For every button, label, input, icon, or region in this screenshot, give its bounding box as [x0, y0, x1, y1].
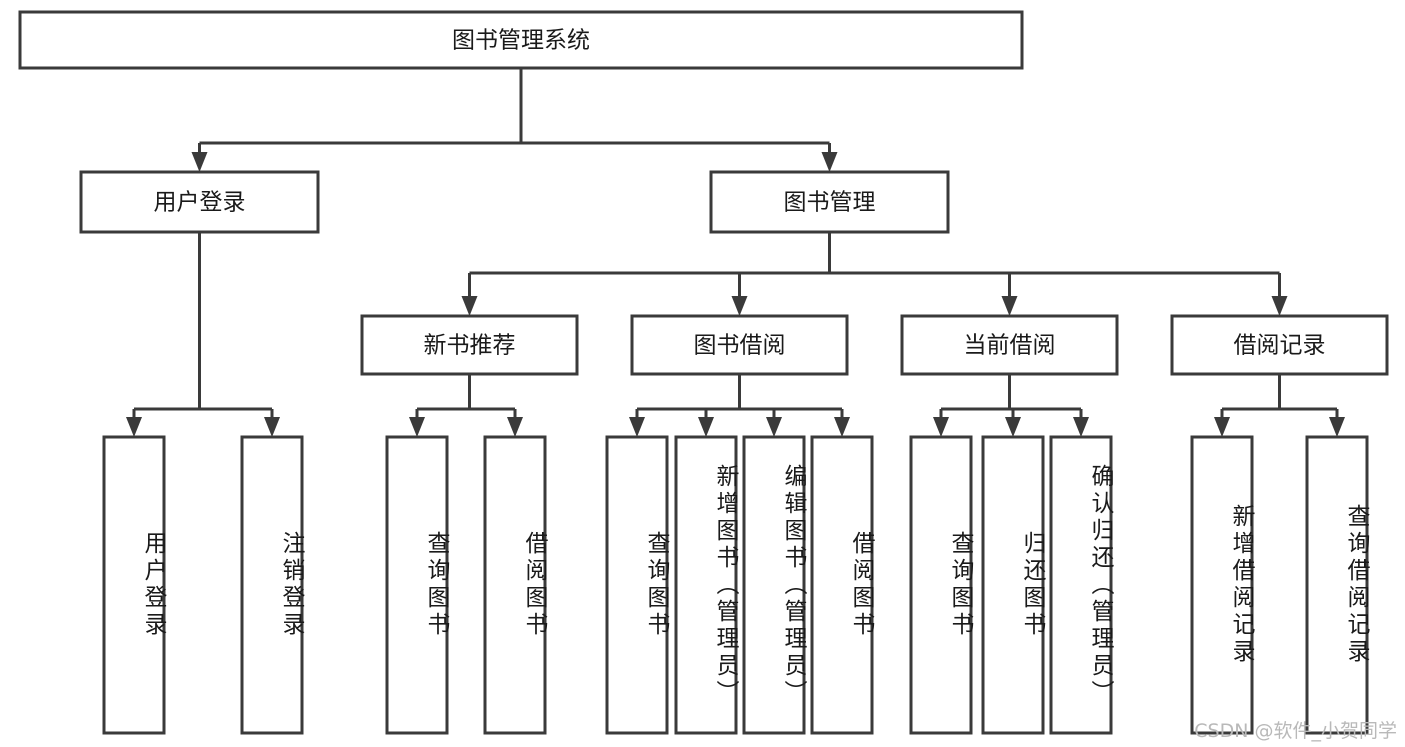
- connector-lines: [126, 68, 1345, 437]
- node-box-book-borrow[interactable]: [630, 314, 849, 376]
- node-box-leaf-confirm-return-admin[interactable]: [1049, 435, 1113, 735]
- csdn-watermark: CSDN @软件_小贺同学: [1194, 720, 1397, 742]
- node-label-user-login: 用户登录: [154, 190, 246, 216]
- node-box-leaf-query-book-rec[interactable]: [385, 435, 449, 735]
- arrow-head-icon: [264, 417, 280, 437]
- node-box-leaf-return-book[interactable]: [981, 435, 1045, 735]
- arrow-head-icon: [1005, 417, 1021, 437]
- node-label-book-management: 图书管理: [784, 190, 876, 216]
- arrow-head-icon: [933, 417, 949, 437]
- node-label-borrow-records: 借阅记录: [1234, 333, 1326, 359]
- node-box-user-login[interactable]: [79, 170, 320, 234]
- node-box-book-management[interactable]: [709, 170, 950, 234]
- arrow-head-icon: [766, 417, 782, 437]
- node-box-current-borrow[interactable]: [900, 314, 1119, 376]
- node-box-new-book-recommend[interactable]: [360, 314, 579, 376]
- arrow-head-icon: [1214, 417, 1230, 437]
- node-box-leaf-query-book-borrow[interactable]: [605, 435, 669, 735]
- arrow-head-icon: [1329, 417, 1345, 437]
- node-box-root[interactable]: [18, 10, 1024, 70]
- node-box-leaf-add-book-admin[interactable]: [674, 435, 738, 735]
- arrow-head-icon: [191, 152, 208, 172]
- node-label-new-book-recommend: 新书推荐: [424, 333, 516, 359]
- arrow-head-icon: [461, 296, 478, 316]
- arrow-head-icon: [1271, 296, 1288, 316]
- node-box-leaf-borrow-book-rec[interactable]: [483, 435, 547, 735]
- node-box-leaf-add-borrow-record[interactable]: [1190, 435, 1254, 735]
- arrow-head-icon: [821, 152, 838, 172]
- node-box-leaf-query-borrow-record[interactable]: [1305, 435, 1369, 735]
- node-label-book-borrow: 图书借阅: [694, 333, 786, 359]
- arrow-head-icon: [698, 417, 714, 437]
- node-box-leaf-edit-book-admin[interactable]: [742, 435, 806, 735]
- arrow-head-icon: [629, 417, 645, 437]
- node-box-leaf-borrow-book[interactable]: [810, 435, 874, 735]
- arrow-head-icon: [834, 417, 850, 437]
- arrow-head-icon: [126, 417, 142, 437]
- arrow-head-icon: [507, 417, 523, 437]
- arrow-head-icon: [1001, 296, 1018, 316]
- node-box-leaf-user-login[interactable]: [102, 435, 166, 735]
- node-box-leaf-query-book-current[interactable]: [909, 435, 973, 735]
- arrow-head-icon: [1073, 417, 1089, 437]
- node-label-current-borrow: 当前借阅: [964, 333, 1056, 359]
- arrow-head-icon: [731, 296, 748, 316]
- node-boxes: [18, 10, 1389, 735]
- node-label-root: 图书管理系统: [452, 28, 590, 54]
- arrow-head-icon: [409, 417, 425, 437]
- node-box-leaf-user-logout[interactable]: [240, 435, 304, 735]
- node-box-borrow-records[interactable]: [1170, 314, 1389, 376]
